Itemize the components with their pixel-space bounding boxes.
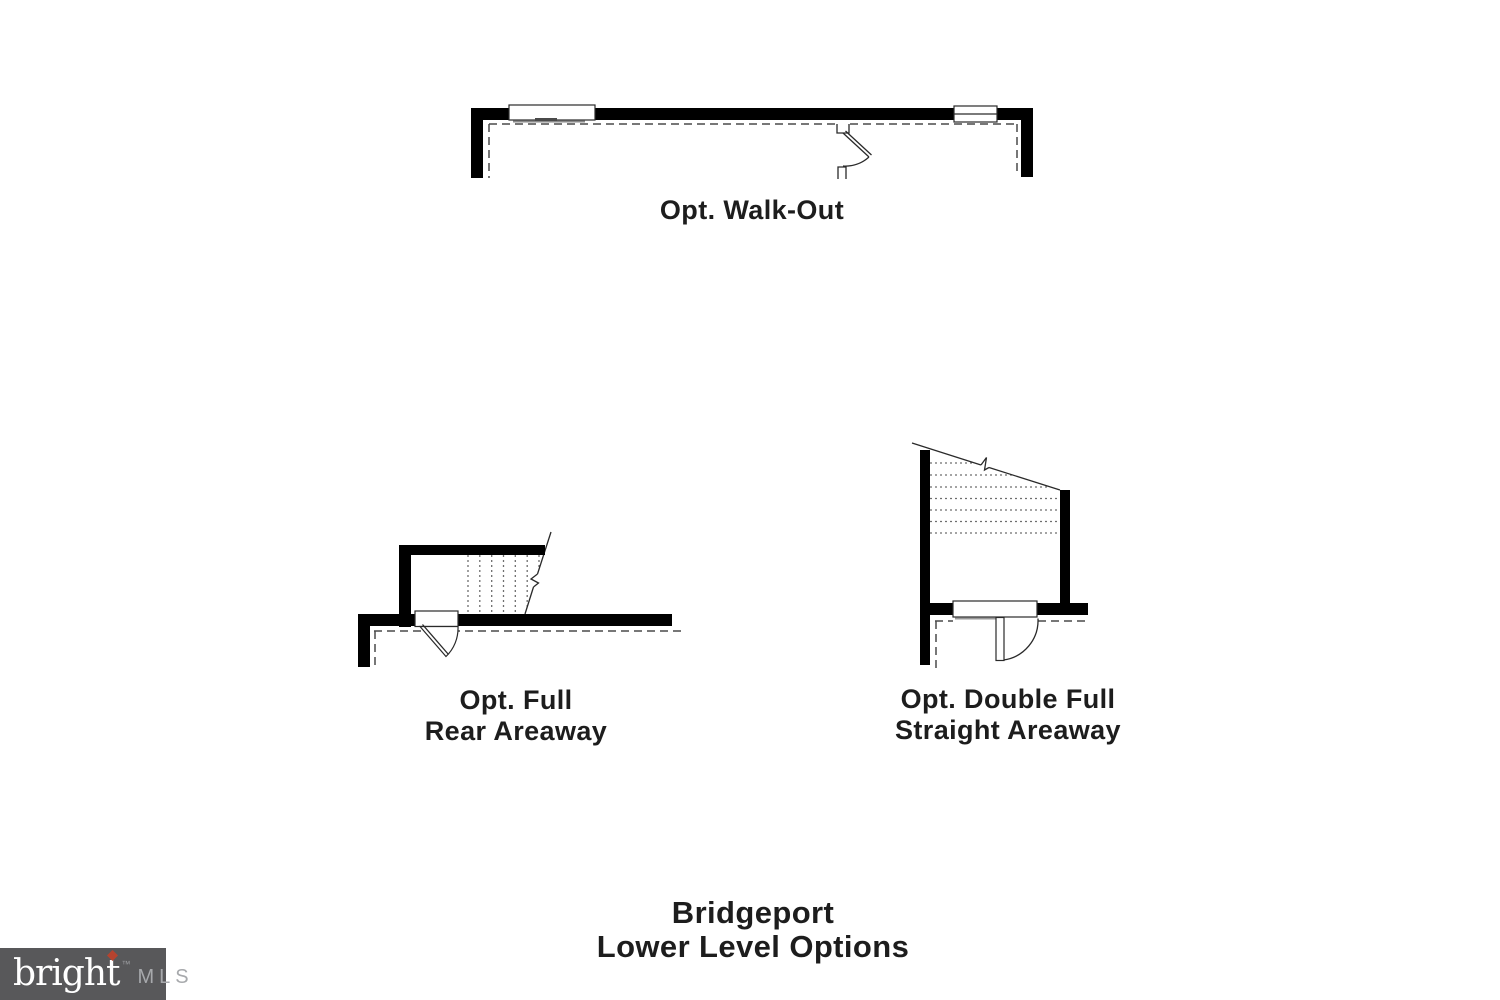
straight-areaway-label-line2: Straight Areaway <box>895 715 1121 745</box>
bottom-wall-right-segment <box>1037 603 1088 615</box>
rear-areaway-plan-drawing <box>358 531 685 667</box>
walkout-door-swing <box>836 124 872 179</box>
rear-areaway-label: Opt. Full Rear Areaway <box>316 685 716 747</box>
stair-cut-line <box>911 442 1061 491</box>
diamond-icon <box>107 950 118 961</box>
stair-right-wall <box>1060 490 1070 615</box>
window <box>953 105 998 123</box>
straight-areaway-door-swing <box>952 600 1039 662</box>
logo-brand-last-letter: t <box>106 950 121 992</box>
stair-treads <box>930 462 1060 534</box>
stair-left-wall <box>399 545 411 627</box>
rear-areaway-label-line2: Rear Areaway <box>424 716 608 746</box>
outer-left-wall <box>358 614 370 667</box>
walkout-right-wall <box>1021 108 1033 177</box>
rear-areaway-door-swing <box>414 610 459 658</box>
straight-areaway-label: Opt. Double Full Straight Areaway <box>808 684 1208 746</box>
sliding-door <box>508 104 596 123</box>
page-title-line2: Lower Level Options <box>596 929 910 964</box>
walkout-label-text: Opt. Walk-Out <box>659 195 845 225</box>
rear-areaway-label-line1: Opt. Full <box>459 685 573 715</box>
walkout-plan-drawing <box>471 104 1033 179</box>
bottom-wall-left-segment <box>930 603 953 615</box>
walkout-rear-wall <box>471 108 1033 120</box>
walkout-foundation-dashed-line <box>488 123 1018 178</box>
page-title-line1: Bridgeport <box>671 895 835 930</box>
rear-wall-right-segment <box>458 614 672 626</box>
straight-areaway-label-line1: Opt. Double Full <box>900 684 1116 714</box>
page-title: Bridgeport Lower Level Options <box>453 896 1053 964</box>
logo-suffix-text: MLS <box>137 965 194 988</box>
stair-left-wall <box>920 450 930 665</box>
logo-trademark: ™ <box>121 959 131 969</box>
walkout-label: Opt. Walk-Out <box>552 195 952 226</box>
logo-brand-prefix: brigh <box>13 953 107 994</box>
stair-cut-line <box>524 531 552 615</box>
walkout-left-wall <box>471 108 483 178</box>
straight-areaway-plan-drawing <box>911 442 1088 668</box>
straight-areaway-dashed-line <box>935 620 1086 668</box>
rear-wall-left-segment <box>358 614 415 626</box>
rear-areaway-dashed-line <box>374 630 685 667</box>
stair-top-wall <box>399 545 545 555</box>
